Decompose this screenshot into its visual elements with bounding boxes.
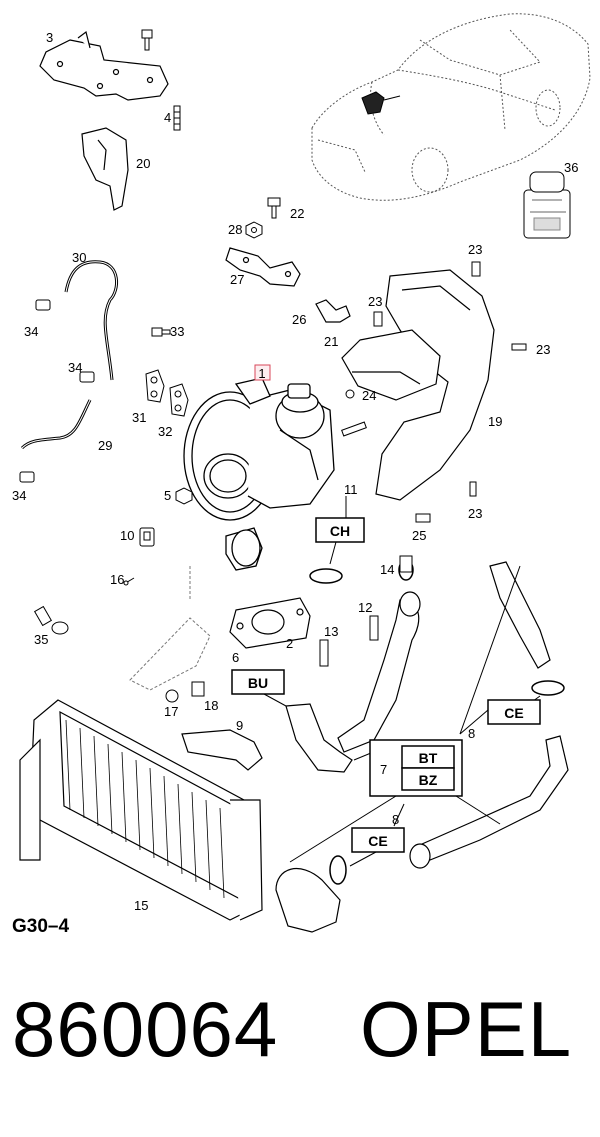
heat-shield-19: [341, 269, 495, 501]
callout-14: 14: [380, 562, 394, 577]
stud-24: [341, 389, 367, 437]
callout-labels: 1 2 3 4 5 6 7 8 8 9 10 11 12 13 14 15 16…: [12, 30, 578, 913]
callout-23a: 23: [468, 242, 482, 257]
callout-12: 12: [358, 600, 372, 615]
callout-36: 36: [564, 160, 578, 175]
callout-19: 19: [488, 414, 502, 429]
callout-31: 31: [132, 410, 146, 425]
flanges-31-32: [145, 369, 189, 417]
callout-20: 20: [136, 156, 150, 171]
svg-text:BZ: BZ: [419, 772, 438, 788]
code-box-bu: BU: [231, 669, 285, 695]
callout-18: 18: [204, 698, 218, 713]
sensor-35: [33, 605, 69, 635]
part-number: 860064: [12, 985, 279, 1073]
svg-text:CE: CE: [504, 705, 523, 721]
callout-13: 13: [324, 624, 338, 639]
brand-name: OPEL: [360, 985, 573, 1073]
callout-23d: 23: [468, 506, 482, 521]
callout-34b: 34: [68, 360, 82, 375]
highlight-box: [254, 364, 271, 381]
code-group-7: BT BZ: [369, 739, 463, 797]
hose-upper-right: [489, 561, 551, 669]
callout-9: 9: [236, 718, 243, 733]
hose-6: [285, 703, 353, 773]
callout-3: 3: [46, 30, 53, 45]
bolt-33: [151, 327, 171, 337]
callout-4: 4: [164, 110, 171, 125]
car-illustration: [311, 13, 591, 201]
callout-35: 35: [34, 632, 48, 647]
fluid-bottle: [523, 171, 571, 239]
bracket-20: [81, 127, 129, 211]
turbocharger-1: [183, 377, 335, 571]
clips-34: [19, 299, 95, 483]
screw-16: [123, 577, 135, 586]
callout-17: 17: [164, 704, 178, 719]
small-bolts: [165, 261, 527, 703]
svg-text:BU: BU: [248, 675, 268, 691]
drawing-id: G30–4: [12, 916, 69, 937]
callout-5: 5: [164, 488, 171, 503]
callout-23e: 23: [470, 242, 484, 257]
callout-21: 21: [324, 334, 338, 349]
intercooler-15: [19, 699, 263, 921]
callout-34a: 34: [24, 324, 38, 339]
stud-4: [173, 105, 181, 131]
callout-26: 26: [292, 312, 306, 327]
callout-6: 6: [232, 650, 239, 665]
callout-34c: 34: [12, 488, 26, 503]
nut-28: [245, 221, 263, 239]
code-box-ce-right: CE: [487, 699, 541, 725]
clip-10: [139, 527, 155, 547]
callout-8b: 8: [392, 812, 399, 827]
code-box-ce-lower: CE: [351, 827, 405, 853]
hose-9: [181, 729, 263, 771]
callout-1: 1: [258, 366, 265, 381]
oil-pipe-29: [20, 399, 92, 450]
code-box-ch: CH: [315, 517, 365, 543]
bracket-26: [315, 299, 351, 323]
callout-27: 27: [230, 272, 244, 287]
callout-28: 28: [228, 222, 242, 237]
callout-16: 16: [110, 572, 124, 587]
callout-7: 7: [380, 762, 387, 777]
svg-text:CE: CE: [368, 833, 387, 849]
gasket-2: [229, 597, 311, 649]
engine-mark: [361, 91, 401, 115]
callout-32: 32: [158, 424, 172, 439]
nut-5: [175, 487, 193, 505]
callout-15: 15: [134, 898, 148, 913]
callout-25: 25: [412, 528, 426, 543]
callout-33: 33: [170, 324, 184, 339]
leader-lines: [263, 496, 541, 867]
callout-30: 30: [72, 250, 86, 265]
callout-22: 22: [290, 206, 304, 221]
callout-29: 29: [98, 438, 112, 453]
callout-2: 2: [286, 636, 293, 651]
hose-lower: [275, 868, 341, 933]
callout-23b: 23: [368, 294, 382, 309]
pipe-8: [409, 735, 569, 869]
bolt-3: [141, 29, 153, 51]
svg-text:CH: CH: [330, 523, 350, 539]
callout-24: 24: [362, 388, 376, 403]
intake-pipe-11: [337, 591, 421, 753]
oil-pipe-30: [64, 260, 119, 381]
callout-23c: 23: [536, 342, 550, 357]
callout-11: 11: [344, 482, 358, 497]
callout-10: 10: [120, 528, 134, 543]
bracket-3: [39, 30, 169, 101]
callout-8a: 8: [468, 726, 475, 741]
bracket-27: [225, 247, 301, 287]
bolt-22: [267, 197, 281, 219]
svg-text:BT: BT: [419, 750, 438, 766]
gasket-2-ghost: [129, 566, 211, 691]
